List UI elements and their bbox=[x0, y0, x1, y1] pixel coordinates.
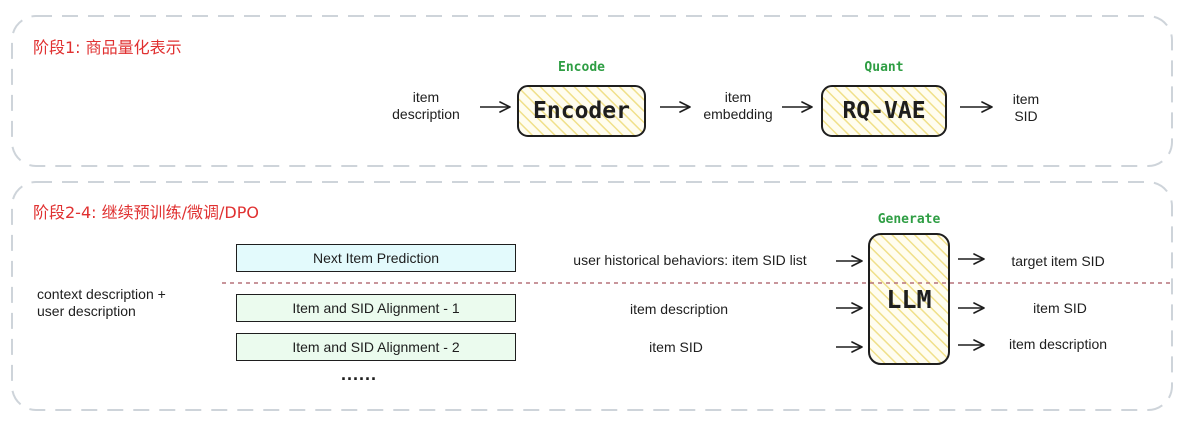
stage1-title: 阶段1: 商品量化表示 bbox=[33, 38, 182, 57]
sid-label: item SID bbox=[996, 91, 1056, 125]
embedding-label: item embedding bbox=[688, 89, 788, 123]
task1-output: target item SID bbox=[1011, 253, 1105, 269]
stage2-frame bbox=[11, 181, 1173, 411]
embedding-label-line2: embedding bbox=[703, 106, 773, 122]
input-label: item description bbox=[378, 89, 474, 123]
task3-input: item SID bbox=[649, 339, 703, 355]
stage2-title: 阶段2-4: 继续预训练/微调/DPO bbox=[33, 203, 259, 222]
rqvae-label: RQ-VAE bbox=[842, 98, 926, 124]
quant-tag: Quant bbox=[864, 60, 904, 75]
rqvae-box bbox=[821, 85, 947, 137]
task3-output: item description bbox=[1008, 336, 1108, 352]
task2-input: item description bbox=[629, 301, 729, 317]
context-label-line2: user description bbox=[37, 303, 136, 319]
stage1-frame bbox=[11, 15, 1173, 167]
task-alignment-1: Item and SID Alignment - 1 bbox=[236, 294, 516, 322]
encode-tag: Encode bbox=[558, 60, 605, 75]
context-label: context description + user description bbox=[37, 286, 166, 320]
sid-label-line2: SID bbox=[1014, 108, 1038, 124]
context-label-line1: context description + bbox=[37, 286, 166, 302]
input-label-line1: item bbox=[412, 89, 440, 105]
task1-input: user historical behaviors: item SID list bbox=[573, 252, 807, 268]
llm-label: LLM bbox=[886, 284, 932, 314]
more-tasks-ellipsis: ...... bbox=[341, 364, 378, 384]
generate-tag: Generate bbox=[877, 212, 941, 227]
task-next-item-prediction: Next Item Prediction bbox=[236, 244, 516, 272]
encoder-box bbox=[517, 85, 646, 137]
llm-box bbox=[868, 233, 950, 365]
task-alignment-2: Item and SID Alignment - 2 bbox=[236, 333, 516, 361]
input-label-line2: description bbox=[392, 106, 460, 122]
embedding-label-line1: item bbox=[724, 89, 752, 105]
encoder-label: Encoder bbox=[533, 98, 630, 124]
sid-label-line1: item bbox=[1012, 91, 1040, 107]
task2-output: item SID bbox=[1033, 300, 1087, 316]
